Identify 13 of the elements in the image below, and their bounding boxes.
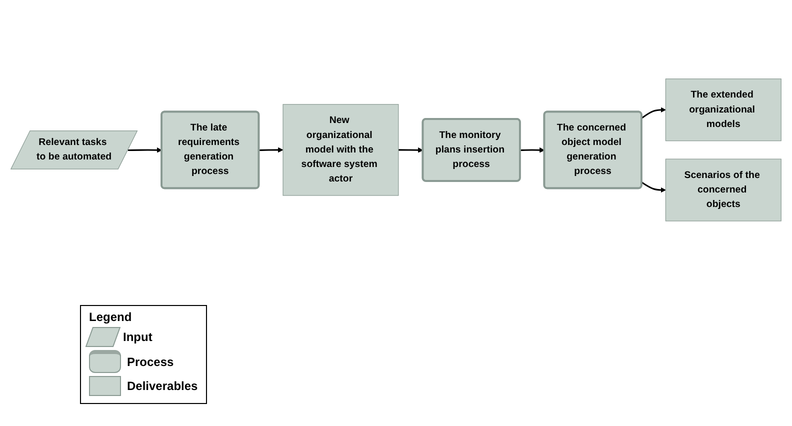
legend-title: Legend — [89, 310, 133, 324]
legend-text: Process — [127, 354, 174, 368]
arrow — [259, 147, 284, 153]
legend-text: Input — [123, 330, 152, 344]
node-box: Scenarios of the concerned objects — [665, 158, 782, 222]
arrow — [398, 148, 424, 153]
legend-text: Deliverables — [127, 379, 198, 393]
arrow — [520, 148, 545, 153]
arrow — [641, 182, 666, 193]
node-box: New organizational model with the software system actor — [282, 104, 399, 196]
node-box: The extended organizational models — [665, 78, 782, 142]
arrow — [641, 107, 666, 119]
arrow — [128, 148, 162, 153]
